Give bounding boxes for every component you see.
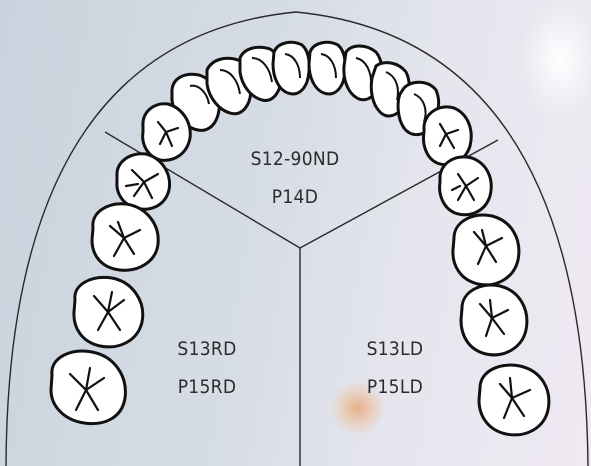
right-region-code: S13RD — [177, 338, 237, 360]
tooth-left-central-incisor — [271, 40, 311, 96]
orange-spot — [332, 382, 384, 434]
anterior-region-code: S12-90ND — [250, 148, 340, 170]
anterior-region-position: P14D — [271, 186, 319, 208]
tooth-right-central-incisor — [307, 40, 347, 96]
tooth-right-molar-1 — [451, 213, 521, 287]
right-region-position: P15RD — [177, 376, 237, 398]
light-glare — [520, 0, 591, 120]
left-region-position: P15LD — [366, 376, 424, 398]
palate-outline — [5, 11, 589, 466]
left-region-code: S13LD — [366, 338, 424, 360]
